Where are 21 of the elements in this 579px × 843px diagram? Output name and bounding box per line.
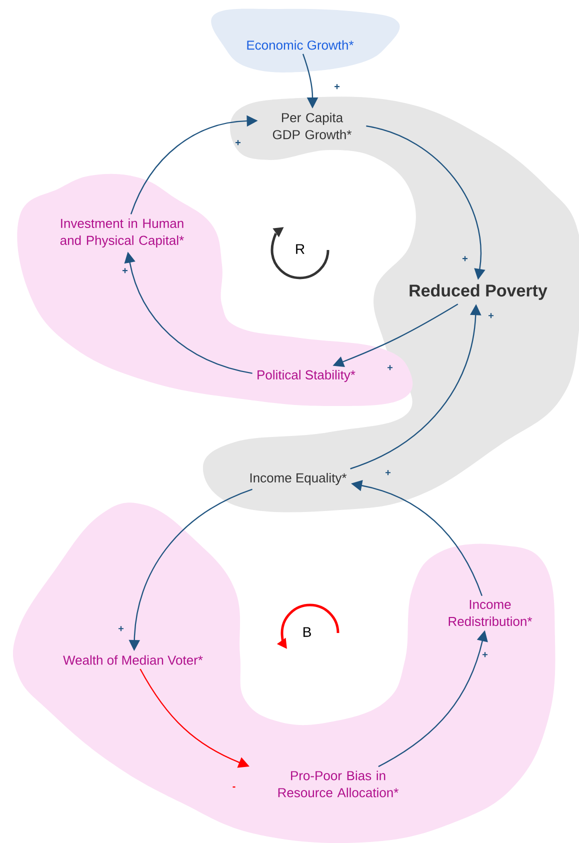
variable-label: Income Redistribution* — [448, 600, 532, 626]
polarity-sign: + — [388, 365, 393, 370]
variable-label: Pro-Poor Bias in Resource Allocation* — [278, 770, 398, 798]
polarity-sign: + — [122, 268, 128, 274]
loop-label: B — [303, 627, 311, 637]
variable-label: Income Equality* — [250, 472, 347, 486]
polarity-sign: + — [386, 470, 391, 476]
loop-label: R — [296, 244, 304, 254]
polarity-sign: + — [118, 626, 124, 632]
polarity-sign: + — [334, 84, 340, 90]
polarity-sign: + — [462, 256, 468, 262]
variable-label: Investment in Human and Physical Capital* — [60, 218, 184, 248]
polarity-sign: + — [488, 313, 494, 318]
variable-label: Economic Growth* — [247, 40, 354, 50]
variable-label: Per Capita GDP Growth* — [272, 112, 352, 140]
variable-label: Wealth of Median Voter* — [63, 655, 203, 665]
polarity-sign: + — [236, 140, 241, 146]
variable-label: Political Stability* — [258, 370, 356, 382]
variable-label: Reduced Poverty — [410, 284, 548, 300]
polarity-sign: - — [232, 786, 236, 788]
polarity-sign: + — [482, 652, 488, 658]
